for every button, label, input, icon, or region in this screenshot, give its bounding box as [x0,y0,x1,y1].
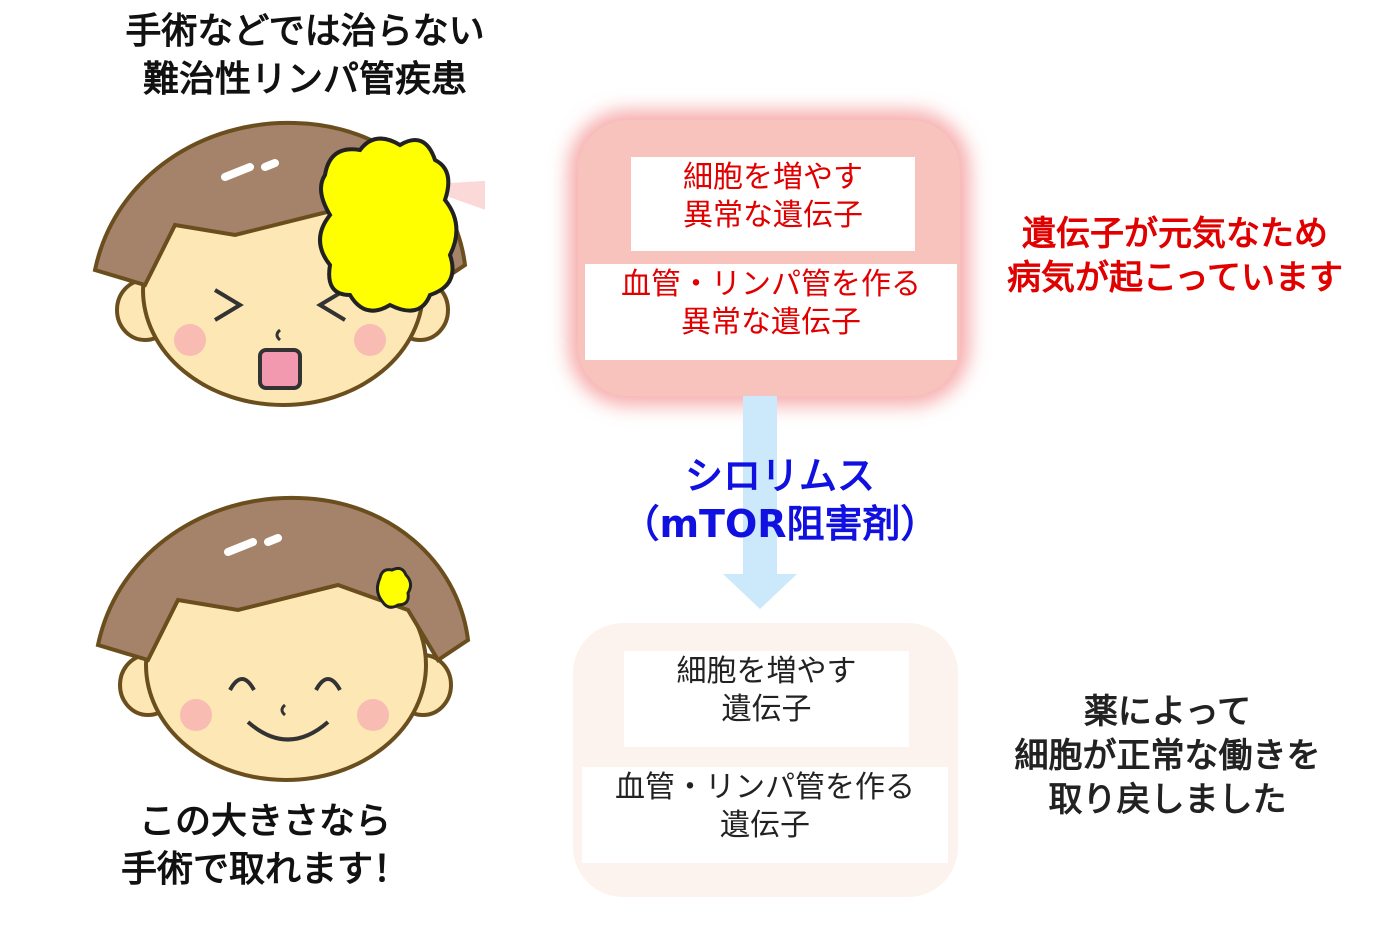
card-line: 遺伝子 [720,808,810,843]
vessel-gene-card: 血管・リンパ管を作る 遺伝子 [582,767,948,863]
drug-label: シロリムス （mTOR阻害剤） [590,452,970,548]
sick-message-line1: 遺伝子が元気なため [1022,214,1328,254]
card-line: 細胞を増やす [676,654,857,689]
lesion-large [318,136,459,313]
healthy-message-line3: 取り戻しました [1048,780,1287,820]
drug-name: シロリムス [684,454,875,498]
arrow-down-icon [723,396,797,609]
top-caption: 手術などでは治らない 難治性リンパ管疾患 [60,8,550,104]
card-line: 細胞を増やす [683,160,863,195]
card-line: 遺伝子 [721,692,812,727]
top-caption-line2: 難治性リンパ管疾患 [142,59,467,100]
bottom-caption-line2: 手術で取れます！ [120,849,409,890]
card-line: 血管・リンパ管を作る [615,770,915,805]
bottom-caption-line1: この大きさなら [138,801,391,842]
healthy-child-illustration [95,495,471,782]
lesion-small [375,566,413,609]
abnormal-vessel-gene-card: 血管・リンパ管を作る 異常な遺伝子 [585,264,957,360]
healthy-message-line2: 細胞が正常な働きを [1014,736,1321,776]
card-line: 血管・リンパ管を作る [621,267,921,302]
sick-message-line2: 病気が起こっています [1007,258,1343,298]
card-line: 異常な遺伝子 [683,198,863,233]
cell-gene-card: 細胞を増やす 遺伝子 [624,651,909,747]
top-caption-line1: 手術などでは治らない [125,11,485,52]
drug-class: （mTOR阻害剤） [621,502,939,546]
card-line: 異常な遺伝子 [681,305,861,340]
sick-message: 遺伝子が元気なため 病気が起こっています [975,212,1375,300]
abnormal-cell-gene-card: 細胞を増やす 異常な遺伝子 [631,157,915,251]
sick-child-illustration [92,120,485,407]
healthy-message: 薬によって 細胞が正常な働きを 取り戻しました [975,690,1360,822]
bottom-caption: この大きさなら 手術で取れます！ [40,798,490,894]
healthy-message-line1: 薬によって [1083,692,1252,732]
